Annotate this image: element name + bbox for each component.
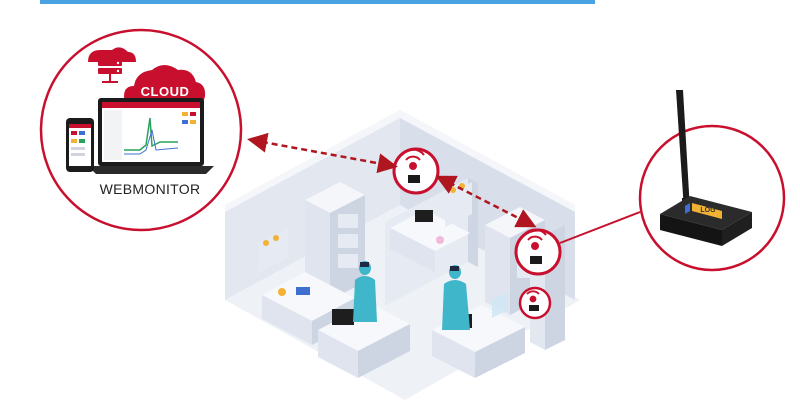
sensor-top [392,147,440,195]
lab-bench-back [390,210,470,272]
device-panel [638,90,786,272]
wireless-signal-icon [526,290,540,303]
cabinet-left [305,182,365,300]
device-connector-line [559,211,641,244]
cloud-label: CLOUD [140,84,190,99]
sensor-bottom [518,286,552,320]
sensor-middle [514,228,562,276]
top-accent-bar [40,0,595,4]
device-tag-label: LOG [700,207,716,214]
monitor [332,309,354,325]
smartphone-icon [66,118,94,172]
cloud-icon [124,65,206,104]
lab-bench-right [432,292,525,378]
data-logger [660,196,752,246]
wireless-signal-icon [401,148,425,170]
link-cloud-sensor [247,132,398,174]
link-sensor-sensor [435,175,537,228]
webmonitor-label: WEBMONITOR [99,181,201,197]
laptop-icon [88,98,214,174]
wall-shelf-left [258,228,288,273]
server-icon [88,47,136,83]
wireless-signal-icon [523,228,547,250]
device-tag [692,203,722,219]
webmonitor-panel [39,28,243,232]
technician-left [353,261,377,322]
data-links [247,132,537,228]
lab-bench-front [318,303,410,378]
technician-right [442,265,470,330]
